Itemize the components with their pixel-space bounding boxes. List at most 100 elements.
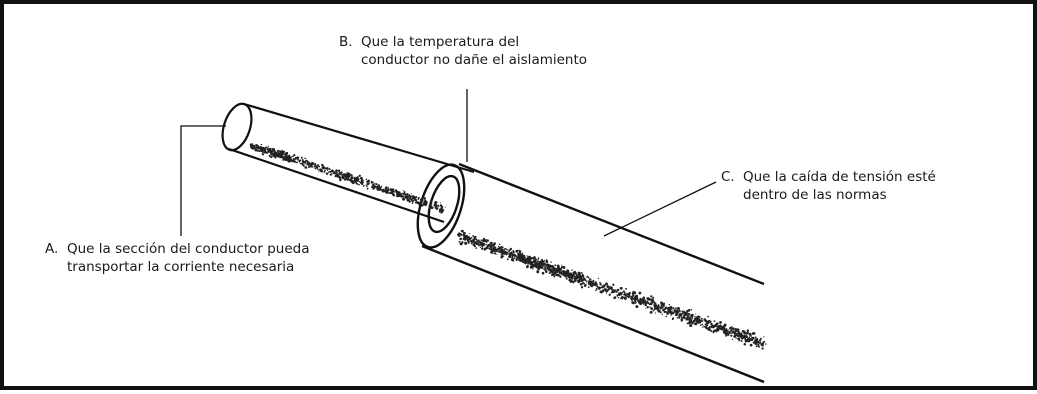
stipple-dot (396, 195, 398, 197)
stipple-dot (318, 165, 321, 168)
stipple-dot (496, 253, 498, 255)
stipple-dot (472, 241, 474, 243)
stipple-dot (666, 307, 670, 310)
stipple-dot (624, 293, 627, 296)
stipple-dot (551, 265, 553, 268)
stipple-dot (636, 295, 638, 298)
stipple-dot (315, 165, 318, 169)
stipple-dot (659, 309, 662, 311)
stipple-dot (689, 319, 691, 322)
stipple-dot (743, 343, 747, 346)
stipple-dot (680, 316, 683, 319)
stipple-dot (349, 179, 351, 181)
stipple-dot (341, 174, 344, 178)
stipple-dot (697, 317, 700, 320)
stipple-dot (402, 197, 404, 199)
stipple-dot (506, 249, 509, 251)
stipple-dot (585, 279, 587, 282)
stipple-dot (459, 235, 461, 237)
stipple-dot (612, 290, 616, 294)
stipple-dot (350, 176, 354, 180)
inner-conductor-end (221, 102, 253, 152)
stipple-dot (687, 312, 690, 315)
stipple-dot (512, 250, 515, 254)
stipple-dot (503, 253, 505, 255)
stipple-dot (728, 330, 731, 333)
stipple-dot (317, 168, 319, 170)
stipple-dot (420, 204, 424, 207)
stipple-dot (475, 238, 478, 241)
stipple-dot (485, 243, 488, 246)
stipple-dot (384, 186, 388, 190)
stipple-dot (701, 323, 704, 326)
stipple-dot (293, 160, 297, 163)
stipple-dot (625, 287, 627, 290)
stipple-dot (465, 234, 468, 238)
stipple-dot (653, 304, 657, 308)
stipple-dot (698, 316, 701, 318)
stipple-dot (650, 300, 653, 302)
stipple-dot (700, 324, 702, 327)
stipple-dot (501, 252, 504, 255)
stipple-dot (260, 149, 263, 153)
stipple-dot (606, 289, 609, 292)
stipple-dot (308, 162, 312, 166)
stipple-dot (599, 281, 601, 284)
stipple-dot (639, 297, 642, 300)
stipple-dot (737, 332, 741, 336)
stipple-dot (261, 148, 264, 150)
stipple-dot (549, 269, 553, 273)
stipple-dot (555, 270, 559, 274)
stipple-dot (645, 301, 648, 305)
stipple-dot (378, 186, 381, 190)
stipple-dot (543, 266, 546, 268)
stipple-dot (441, 209, 444, 212)
stipple-dot (548, 265, 551, 269)
stipple-dot (287, 156, 290, 159)
stipple-dot (261, 153, 264, 155)
stipple-dot (575, 274, 578, 276)
stipple-dot (366, 185, 368, 188)
stipple-dot (689, 324, 693, 328)
stipple-dot (514, 256, 516, 258)
stipple-dot (250, 144, 253, 147)
stipple-dot (353, 181, 356, 184)
stipple-dot (506, 251, 509, 254)
stipple-dot (273, 151, 275, 153)
stipple-dot (621, 298, 623, 300)
stipple-dot (750, 335, 752, 337)
stipple-dot (258, 148, 260, 150)
stipple-dot (657, 311, 659, 313)
stipple-dot (731, 327, 735, 330)
stipple-dot (556, 273, 560, 277)
stipple-dot (562, 265, 566, 269)
stipple-dot (717, 325, 721, 329)
stipple-dot (746, 331, 749, 335)
leader-line-a (180, 125, 226, 236)
label-a-line1: Que la sección del conductor pueda (67, 241, 310, 257)
stipple-dot (675, 312, 679, 316)
stipple-dot (500, 255, 504, 259)
stipple-dot (374, 183, 376, 185)
stipple-dot (653, 302, 657, 305)
stipple-dot (708, 319, 711, 323)
stipple-dot (314, 167, 317, 170)
stipple-dot (643, 302, 645, 304)
stipple-dot (545, 269, 547, 272)
stipple-dot (595, 289, 597, 292)
stipple-dot (733, 332, 736, 335)
stipple-dot (659, 311, 662, 314)
stipple-dot (763, 340, 766, 343)
stipple-dot (430, 206, 434, 210)
stipple-dot (276, 149, 280, 153)
stipple-dot (652, 299, 655, 302)
stipple-dot (577, 281, 579, 283)
stipple-dot (532, 268, 534, 270)
stipple-dot (696, 319, 700, 322)
stipple-dot (392, 188, 395, 191)
stipple-dot (411, 202, 414, 205)
stipple-dot (502, 246, 504, 248)
stipple-dot (645, 307, 647, 309)
stipple-dot (568, 274, 572, 277)
